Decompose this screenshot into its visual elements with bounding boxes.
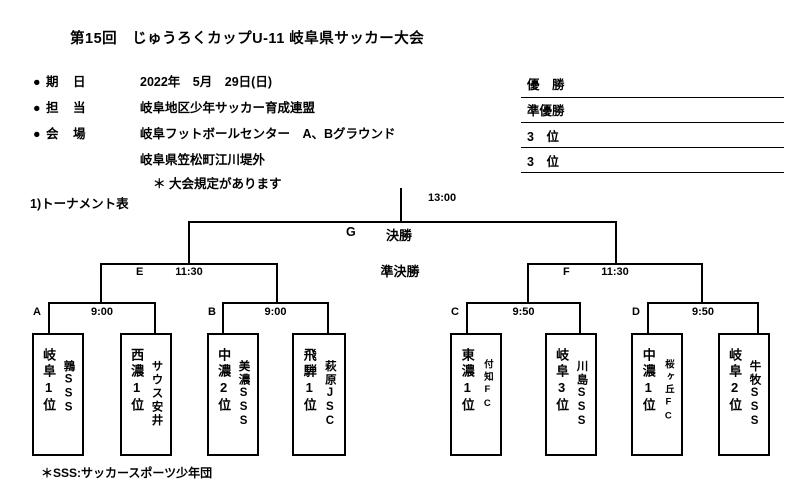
- semifinal-label: 準決勝: [380, 264, 420, 279]
- match-b-time: 9:00: [264, 306, 287, 318]
- match-d-line: [647, 302, 759, 304]
- team-box-d1: 中濃1位 桜ヶ丘FC: [631, 333, 683, 456]
- footnote: ＊SSS:サッカースポーツ少年団: [41, 466, 213, 480]
- team-name: 萩原JSC: [323, 360, 336, 429]
- team-seed: 中濃2位: [216, 348, 232, 414]
- bracket-heading: 1)トーナメント表: [30, 197, 129, 211]
- team-box-d2: 岐阜2位 牛牧SSS: [718, 333, 770, 456]
- match-a-code: A: [33, 306, 41, 318]
- final-code: G: [346, 225, 356, 239]
- team-box-b2: 飛騨1位 萩原JSC: [292, 333, 346, 456]
- match-c-line: [466, 302, 581, 304]
- final-right-drop: [615, 221, 617, 265]
- team-box-b1: 中濃2位 美濃SSS: [207, 333, 259, 456]
- final-left-drop: [188, 221, 190, 265]
- semifinal-f-right-drop: [701, 263, 703, 304]
- team-name: サウス安井: [150, 360, 163, 428]
- match-c-time: 9:50: [512, 306, 535, 318]
- final-line: [188, 221, 617, 223]
- result-row-third-2: 3 位: [521, 151, 784, 173]
- result-row-third-1: 3 位: [521, 126, 784, 148]
- match-b-line: [222, 302, 329, 304]
- semifinal-e-line: [100, 263, 278, 265]
- info-value-date: 2022年 5月 29日(日): [140, 75, 272, 89]
- semifinal-e-right-drop: [276, 263, 278, 304]
- match-b-left-drop: [222, 302, 224, 335]
- result-row-runnerup: 準優勝: [521, 100, 784, 123]
- semifinal-e-left-drop: [100, 263, 102, 304]
- match-b-code: B: [208, 306, 216, 318]
- semifinal-f-line: [527, 263, 703, 265]
- team-name: 川島SSS: [575, 360, 588, 429]
- match-d-code: D: [632, 306, 640, 318]
- info-label-date: ● 期 日: [33, 75, 87, 89]
- team-name: 鶉SSS: [62, 360, 75, 416]
- team-box-c1: 東濃1位 付知FC: [450, 333, 502, 456]
- team-seed: 岐阜3位: [554, 348, 570, 414]
- semifinal-f-left-drop: [527, 263, 529, 304]
- team-name: 桜ヶ丘FC: [662, 359, 674, 425]
- match-c-right-drop: [579, 302, 581, 335]
- semifinal-f-time: 11:30: [601, 266, 629, 278]
- match-c-left-drop: [466, 302, 468, 335]
- semifinal-f-code: F: [563, 266, 570, 278]
- team-name: 牛牧SSS: [748, 360, 761, 429]
- final-time: 13:00: [428, 192, 457, 204]
- info-value-venue: 岐阜フットボールセンター A、Bグラウンド: [140, 127, 396, 141]
- champion-line: [400, 188, 402, 223]
- info-label-staff: ● 担 当: [33, 101, 87, 115]
- match-d-right-drop: [757, 302, 759, 335]
- match-a-left-drop: [48, 302, 50, 335]
- team-seed: 飛騨1位: [301, 348, 317, 414]
- info-value-rule-note: ＊ 大会規定があります: [153, 177, 282, 191]
- match-a-time: 9:00: [90, 306, 114, 318]
- team-box-a1: 岐阜1位 鶉SSS: [32, 333, 84, 456]
- team-seed: 中濃1位: [640, 348, 656, 414]
- info-label-venue: ● 会 場: [33, 127, 87, 141]
- team-seed: 岐阜1位: [41, 348, 57, 414]
- semifinal-e-time: 11:30: [175, 266, 203, 278]
- match-c-code: C: [451, 306, 459, 318]
- match-b-right-drop: [327, 302, 329, 335]
- info-value-staff: 岐阜地区少年サッカー育成連盟: [140, 101, 316, 115]
- match-a-right-drop: [154, 302, 156, 335]
- match-a-line: [48, 302, 156, 304]
- match-d-left-drop: [647, 302, 649, 335]
- team-box-a2: 西濃1位 サウス安井: [120, 333, 172, 456]
- info-value-address: 岐阜県笠松町江川堤外: [140, 153, 266, 167]
- team-box-c2: 岐阜3位 川島SSS: [545, 333, 597, 456]
- team-name: 付知FC: [481, 359, 493, 412]
- team-seed: 東濃1位: [459, 348, 475, 414]
- result-row-champion: 優 勝: [521, 74, 784, 98]
- team-seed: 西濃1位: [129, 348, 145, 414]
- page-title: 第15回 じゅうろくカップU-11 岐阜県サッカー大会: [70, 31, 425, 47]
- semifinal-e-code: E: [136, 266, 144, 278]
- match-d-time: 9:50: [691, 306, 715, 318]
- team-seed: 岐阜2位: [727, 348, 743, 414]
- final-label: 決勝: [385, 228, 412, 243]
- team-name: 美濃SSS: [237, 360, 250, 429]
